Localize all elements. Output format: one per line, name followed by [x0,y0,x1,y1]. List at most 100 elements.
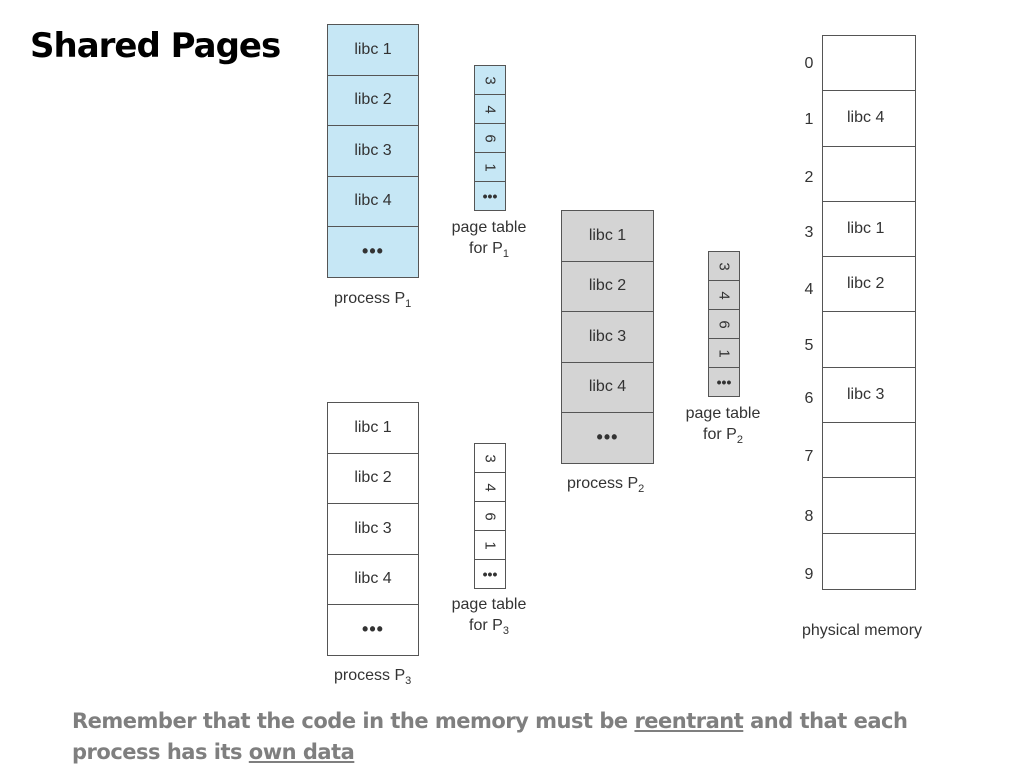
reentrant-note: Remember that the code in the memory mus… [72,706,992,768]
physical-memory-frame [823,478,915,534]
process-p3-page: libc 4 [328,555,418,605]
process-p1-page: libc 3 [328,126,418,177]
page-table-p2-caption-line2: for P2 [681,424,765,451]
frame-number: 8 [804,508,814,525]
page-table-p3-entry: 1 [475,531,505,560]
process-p1-page: libc 1 [328,25,418,76]
page-table-p1-entry: 3 [475,66,505,95]
page-table-p3-caption-for: for P [469,617,503,634]
process-p2-block: libc 1 libc 2 libc 3 libc 4 ••• [561,210,654,464]
note-text-part1: Remember that the code in the memory mus… [72,709,635,733]
frame-number: 2 [804,169,814,186]
process-p1-label: process P [334,290,406,307]
frame-number: 0 [804,55,814,72]
process-p2-page: libc 4 [562,363,653,413]
page-table-p3-entry-value: 6 [481,511,499,521]
page-table-p1-caption-line2: for P1 [447,238,531,265]
process-p2-caption: process P2 [567,473,644,500]
page-table-p1-caption-line1: page table [451,219,527,236]
page-table-p2-entry-value: 1 [715,348,733,358]
page-table-p1-caption: page table for P1 [447,217,531,265]
physical-memory-frame [823,36,915,92]
page-table-p3-entry: 4 [475,473,505,502]
page-table-p3-entry-value: 4 [481,482,499,492]
page-table-p3-entry-value: 1 [481,540,499,550]
process-p2-page: libc 1 [562,211,653,262]
page-table-p2-entry: 4 [709,281,739,310]
page-table-p3-entry-value: 3 [481,453,499,463]
physical-memory-frame [823,147,915,202]
process-p3-subscript: 3 [405,675,412,687]
note-text-part2: and that each process has its [72,709,908,764]
physical-memory-label: physical memory [802,622,923,639]
page-table-p1-entry-value: 6 [481,133,499,143]
frame-number: 1 [804,111,814,128]
page-table-p1-caption-for: for P [469,240,503,257]
process-p2-subscript: 2 [638,483,645,495]
physical-memory-frame: libc 2 [823,257,915,313]
process-p3-label: process P [334,667,406,684]
process-p1-block: libc 1 libc 2 libc 3 libc 4 ••• [327,24,419,278]
page-table-p2-ellipsis: ••• [716,374,732,390]
process-p3-page: libc 2 [328,454,418,504]
process-p2-page: libc 3 [562,312,653,363]
process-p1-subscript: 1 [405,298,412,310]
process-p3-page-ellipsis: ••• [362,619,384,640]
physical-memory-frame: libc 4 [823,91,915,147]
page-table-p2-caption-line1: page table [685,405,761,422]
process-p1-caption: process P1 [334,288,411,315]
process-p1-page: libc 4 [328,177,418,227]
note-term-own-data: own data [248,740,355,764]
page-table-p2: 3 4 6 1 ••• [708,251,740,397]
frame-number: 9 [804,566,814,583]
page-table-p1-ellipsis: ••• [482,188,498,204]
page-table-p3-subscript: 3 [502,625,509,637]
frame-number: 5 [804,337,814,354]
page-table-p2-subscript: 2 [736,434,743,446]
page-table-p1-entry-value: 3 [481,75,499,85]
page-table-p3: 3 4 6 1 ••• [474,443,506,589]
process-p2-page: libc 2 [562,262,653,312]
frame-number: 4 [804,281,814,298]
page-table-p2-entry: 1 [709,339,739,368]
process-p3-block: libc 1 libc 2 libc 3 libc 4 ••• [327,402,419,656]
page-table-p2-entry: 3 [709,252,739,281]
page-table-p3-caption: page table for P3 [447,594,531,642]
page-table-p1-entry: 4 [475,95,505,124]
page-table-p2-entry-value: 3 [715,261,733,271]
page-table-p2-entry-value: 4 [715,290,733,300]
frame-number: 6 [804,390,814,407]
page-table-p1-entry: 6 [475,124,505,153]
frame-number: 7 [804,448,814,465]
page-table-p3-entry: 6 [475,502,505,531]
page-table-p1-entry: 1 [475,153,505,182]
page-table-p1-entry-value: 1 [481,162,499,172]
process-p1-page: libc 2 [328,76,418,126]
page-table-p2-entry: 6 [709,310,739,339]
physical-memory-frame: libc 1 [823,202,915,258]
physical-memory-block: libc 4 libc 1 libc 2 libc 3 [822,35,916,590]
page-table-p3-caption-line2: for P3 [447,615,531,642]
physical-memory-frame [823,312,915,368]
page-table-p2-caption-for: for P [703,426,737,443]
page-table-p2-caption: page table for P2 [681,403,765,451]
page-table-p3-ellipsis: ••• [482,566,498,582]
page-table-p3-entry: 3 [475,444,505,473]
process-p2-label: process P [567,475,639,492]
note-term-reentrant: reentrant [634,709,744,733]
frame-number: 3 [804,224,814,241]
page-table-p3-caption-line1: page table [451,596,527,613]
page-table-p2-entry-value: 6 [715,319,733,329]
process-p3-caption: process P3 [334,665,411,692]
page-table-p1-subscript: 1 [502,248,509,260]
process-p1-page-ellipsis: ••• [362,241,384,262]
process-p3-page: libc 3 [328,504,418,555]
page-table-p1-entry-value: 4 [481,104,499,114]
slide-title: Shared Pages [30,26,281,66]
physical-memory-frame: libc 3 [823,368,915,424]
process-p3-page: libc 1 [328,403,418,454]
physical-memory-frame [823,423,915,479]
page-table-p1: 3 4 6 1 ••• [474,65,506,211]
physical-memory-frame [823,534,915,589]
process-p2-page-ellipsis: ••• [596,427,619,448]
